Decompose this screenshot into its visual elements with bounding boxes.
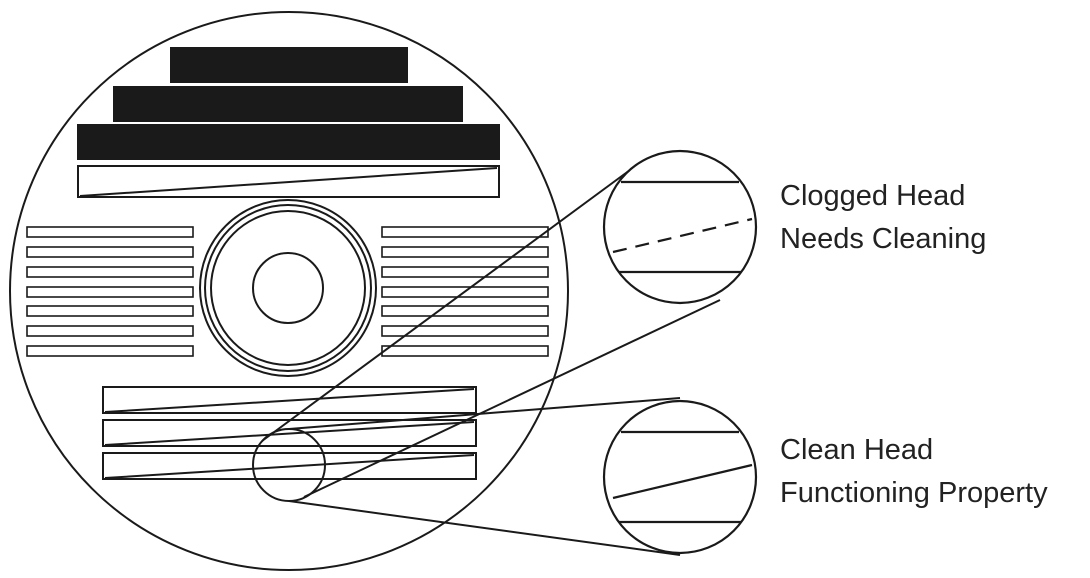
print-head-disc	[9, 11, 569, 571]
nozzle-line-solid	[612, 463, 753, 500]
upper-diagonal-pattern	[77, 165, 500, 198]
solid-bar-top	[170, 47, 408, 83]
diagonal-box	[102, 386, 477, 414]
line-bar	[381, 266, 549, 278]
line-bar	[381, 246, 549, 258]
line-bar	[381, 305, 549, 317]
line-bar	[381, 286, 549, 298]
diagonal-box	[102, 452, 477, 480]
right-line-pattern	[381, 226, 549, 357]
center-hub	[199, 199, 377, 377]
line-bar	[26, 286, 194, 298]
clogged-label-line2: Needs Cleaning	[780, 223, 986, 255]
line-bar	[26, 305, 194, 317]
magnifier-circle-clean	[602, 399, 758, 555]
diagonal-line	[79, 167, 498, 197]
clean-label-line2: Functioning Property	[780, 477, 1048, 509]
clean-label-line1: Clean Head	[780, 434, 933, 466]
clogged-head-magnifier	[602, 149, 758, 305]
line-bar	[26, 246, 194, 258]
hub-ring-outer	[199, 199, 377, 377]
line-bar	[26, 266, 194, 278]
magnifier-circle-clogged	[602, 149, 758, 305]
line-bar	[26, 226, 194, 238]
diagonal-box	[77, 165, 500, 198]
magnifier-projection-lines	[261, 169, 721, 556]
line-bar	[381, 345, 549, 357]
hub-ring-inner	[210, 210, 366, 366]
solid-bar-middle	[113, 86, 463, 122]
diagonal-line	[104, 421, 475, 446]
line-bar	[26, 345, 194, 357]
diagonal-line	[104, 454, 475, 479]
projection-line	[288, 397, 681, 430]
lower-diagonal-patterns	[102, 386, 477, 480]
nozzle-line-dashed	[612, 217, 753, 254]
clean-head-magnifier	[602, 399, 758, 555]
line-bar	[381, 226, 549, 238]
line-bar	[381, 325, 549, 337]
clean-head-label: Clean Head Functioning Property	[780, 434, 1048, 509]
projection-line	[261, 169, 631, 442]
hub-ring-middle	[204, 204, 372, 372]
solid-bars	[77, 47, 500, 160]
disc-outline	[9, 11, 569, 571]
left-line-pattern	[26, 226, 194, 357]
clogged-head-label: Clogged Head Needs Cleaning	[780, 180, 986, 255]
projection-line	[288, 500, 681, 556]
projection-line	[303, 299, 721, 498]
hub-hole	[252, 252, 324, 324]
clogged-label-line1: Clogged Head	[780, 180, 965, 212]
solid-bar-bottom	[77, 124, 500, 160]
diagonal-line	[104, 388, 475, 413]
line-bar	[26, 325, 194, 337]
